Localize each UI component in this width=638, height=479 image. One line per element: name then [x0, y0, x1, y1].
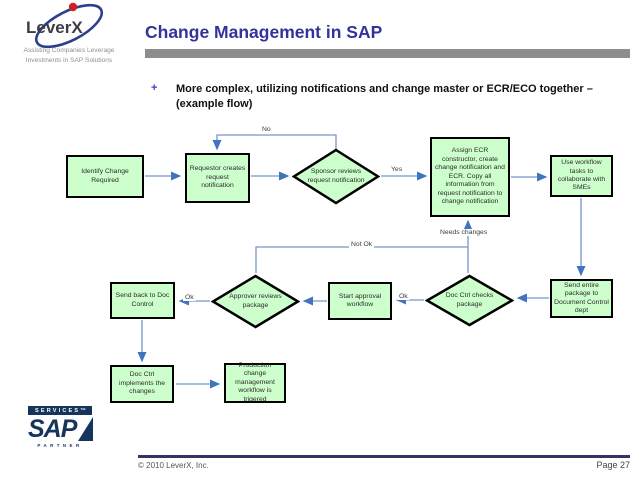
flow-decision-approver-reviews: Approver reviews package [211, 274, 300, 329]
flow-node-assign-ecr: Assign ECR constructor, create change no… [430, 137, 510, 217]
flow-node-start-approval: Start approval workflow [328, 282, 392, 320]
slide-title: Change Management in SAP [145, 22, 383, 42]
diamond-shape-icon [292, 148, 380, 205]
brand-tagline: Assisting Companies Leverage Investments… [2, 46, 136, 65]
leverx-logo-icon: LeverX [26, 2, 104, 49]
diamond-shape-icon [425, 274, 514, 327]
edge-label-ok-doc-ctrl: Ok [397, 293, 410, 300]
sap-text: SAP [28, 415, 77, 443]
footer-divider-line [138, 455, 630, 458]
decision-label: Doc Ctrl checks package [445, 292, 494, 308]
tagline-line2: Investments in SAP Solutions [25, 56, 113, 64]
leverx-logo-text: LeverX [26, 18, 83, 37]
sap-services-text: SERVICES™ [28, 406, 92, 415]
flow-decision-sponsor-reviews: Sponsor reviews request notification [292, 148, 380, 205]
title-divider-bar [145, 49, 630, 58]
flow-decision-doc-ctrl-checks: Doc Ctrl checks package [425, 274, 514, 327]
flow-node-send-entire-package: Send entire package to Document Control … [550, 279, 613, 318]
footer-copyright: © 2010 LeverX, Inc. [138, 461, 209, 470]
flow-node-send-back-doc-control: Send back to Doc Control [110, 282, 175, 319]
leverx-logo: LeverX [24, 2, 139, 49]
decision-label: Sponsor reviews request notification [307, 168, 365, 184]
edge-label-no: No [260, 126, 273, 133]
diamond-shape-icon [211, 274, 300, 329]
footer-page-number: Page 27 [596, 460, 630, 470]
bullet-marker: + [151, 82, 158, 94]
sap-wedge-icon [78, 417, 94, 441]
edge-label-ok-approver: Ok [183, 294, 196, 301]
flow-node-doc-ctrl-implements: Doc Ctrl implements the changes [110, 365, 174, 403]
edge-label-yes: Yes [389, 166, 405, 173]
sap-wordmark: SAP [28, 415, 94, 443]
bullet-text: More complex, utilizing notifications an… [176, 83, 593, 110]
flow-node-production-workflow: Production change management workflow is… [224, 362, 286, 403]
sap-partner-text: PARTNER [37, 443, 83, 448]
edge-label-not-ok: Not Ok [349, 241, 375, 248]
flow-node-requestor-creates: Requestor creates request notification [185, 153, 250, 203]
sap-services-partner-logo: SERVICES™ SAP PARTNER [28, 406, 94, 448]
decision-label: Approver reviews package [229, 293, 282, 309]
flow-node-use-workflow: Use workflow tasks to collaborate with S… [550, 155, 613, 197]
logo-red-dot-icon [68, 2, 78, 12]
tagline-line1: Assisting Companies Leverage [23, 47, 115, 54]
edge-label-needs-changes: Needs changes [438, 229, 490, 236]
flow-node-identify-change: Identify Change Required [66, 155, 144, 198]
